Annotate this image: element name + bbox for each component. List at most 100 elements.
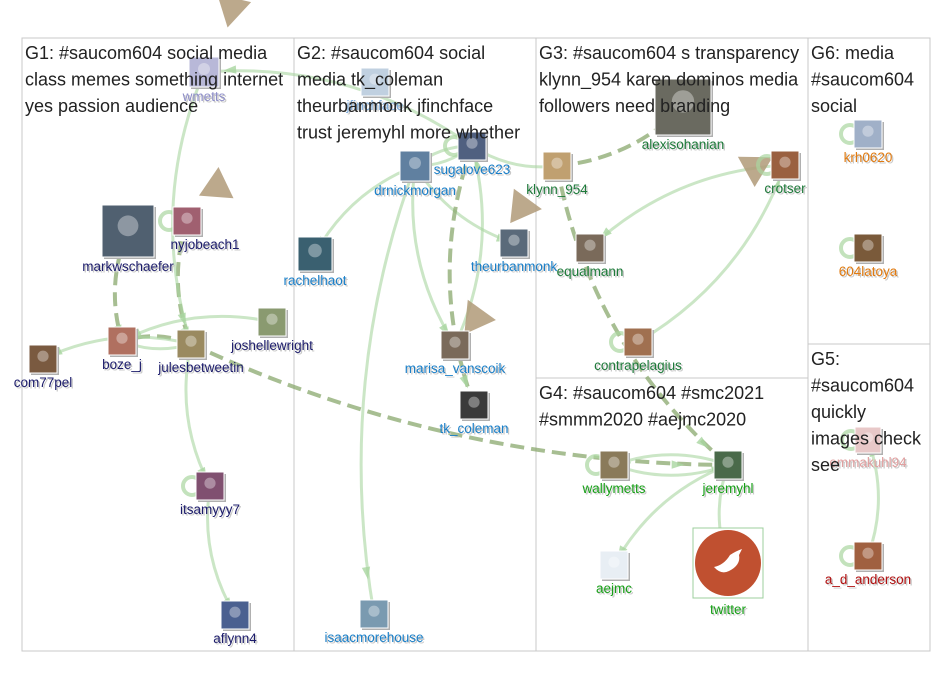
avatar-head-icon bbox=[508, 234, 520, 246]
avatar-equalmann bbox=[575, 233, 605, 263]
avatar-head-icon bbox=[266, 313, 278, 325]
avatar-itsamyyy7 bbox=[195, 471, 225, 501]
edge-arrowhead bbox=[671, 460, 685, 469]
group-title-line: trust jeremyhl more whether bbox=[297, 123, 520, 143]
edge-arrowhead bbox=[696, 436, 709, 449]
group-title-line: theurbanmonk jfinchface bbox=[297, 96, 493, 116]
arrowhead-marker bbox=[219, 0, 252, 28]
node-label-shadow: theurbanmonk bbox=[472, 261, 559, 276]
node-label: markwschaefer bbox=[82, 259, 174, 274]
group-title-line: see bbox=[811, 455, 840, 475]
avatar-604latoya bbox=[853, 233, 883, 263]
edge-klynn_954-alexisohanian bbox=[556, 105, 685, 168]
avatar-head-icon bbox=[368, 605, 380, 617]
arrowhead-marker bbox=[510, 188, 542, 224]
avatar-head-icon bbox=[116, 332, 128, 344]
avatar-joshellewright bbox=[257, 307, 287, 337]
avatar-julesbetweetin bbox=[176, 329, 206, 359]
avatar-klynn_954 bbox=[542, 151, 572, 181]
node-label-shadow: marisa_vanscoik bbox=[406, 363, 507, 378]
group-title-line: G2: #saucom604 social bbox=[297, 43, 485, 63]
edge-arrowhead bbox=[223, 65, 237, 74]
avatar-head-icon bbox=[369, 73, 381, 85]
group-box-g6 bbox=[807, 37, 931, 345]
avatar-jeremyhl bbox=[713, 450, 743, 480]
node-label-shadow: nyjobeach1 bbox=[172, 239, 241, 254]
avatar-head-icon bbox=[779, 156, 791, 168]
node-label-shadow: itsamyyy7 bbox=[181, 504, 241, 519]
node-label: klynn_954 bbox=[526, 182, 588, 197]
arrowhead-marker bbox=[198, 167, 234, 199]
group-title-line: #saucom604 bbox=[811, 376, 914, 396]
avatar-head-icon bbox=[229, 606, 241, 618]
node-label: emmakuhl94 bbox=[829, 455, 907, 470]
avatar-head-icon bbox=[722, 456, 734, 468]
node-label-shadow: jfinchface bbox=[347, 100, 405, 115]
node-label: isaacmorehouse bbox=[324, 630, 423, 645]
node-label: com77pel bbox=[14, 375, 73, 390]
avatar-head-icon bbox=[468, 396, 480, 408]
avatar-head-icon bbox=[862, 239, 874, 251]
group-title-line: klynn_954 karen dominos media bbox=[539, 70, 799, 91]
avatar-head-icon bbox=[37, 350, 49, 362]
group-title-line: G4: #saucom604 #smc2021 bbox=[539, 383, 764, 403]
group-box-g2 bbox=[293, 37, 537, 652]
edge-julesbetweetin-jeremyhl bbox=[190, 342, 729, 467]
group-title-line: G6: media bbox=[811, 43, 895, 63]
edge-arrowhead bbox=[177, 312, 186, 326]
node-label-shadow: tk_coleman bbox=[441, 423, 510, 438]
group-title-line: images check bbox=[811, 429, 922, 449]
node-label: jeremyhl bbox=[701, 481, 753, 496]
node-label: julesbetweetin bbox=[157, 360, 244, 375]
node-label-shadow: contrapelagius bbox=[596, 360, 684, 375]
node-label: crotser bbox=[764, 181, 806, 196]
avatar-head-icon bbox=[862, 125, 874, 137]
avatar-boze_j bbox=[107, 326, 137, 356]
group-title-line: G1: #saucom604 social media bbox=[25, 43, 268, 63]
node-label-shadow: klynn_954 bbox=[528, 184, 590, 199]
node-label: wallymetts bbox=[581, 481, 645, 496]
avatar-head-icon bbox=[181, 212, 193, 224]
avatar-marisa_vanscoik bbox=[440, 330, 470, 360]
group-title-g4: G4: #saucom604 #smc2021 #smmm2020 #aejmc2… bbox=[539, 383, 764, 430]
edge-sugalove623-wmetts bbox=[203, 69, 473, 148]
group-title-line: #smmm2020 #aejmc2020 bbox=[539, 410, 746, 430]
avatar-krh0620 bbox=[853, 119, 883, 149]
avatar-rachelhaot bbox=[297, 236, 333, 272]
node-label-shadow: emmakuhl94 bbox=[831, 457, 909, 472]
node-label-shadow: drnickmorgan bbox=[376, 185, 458, 200]
